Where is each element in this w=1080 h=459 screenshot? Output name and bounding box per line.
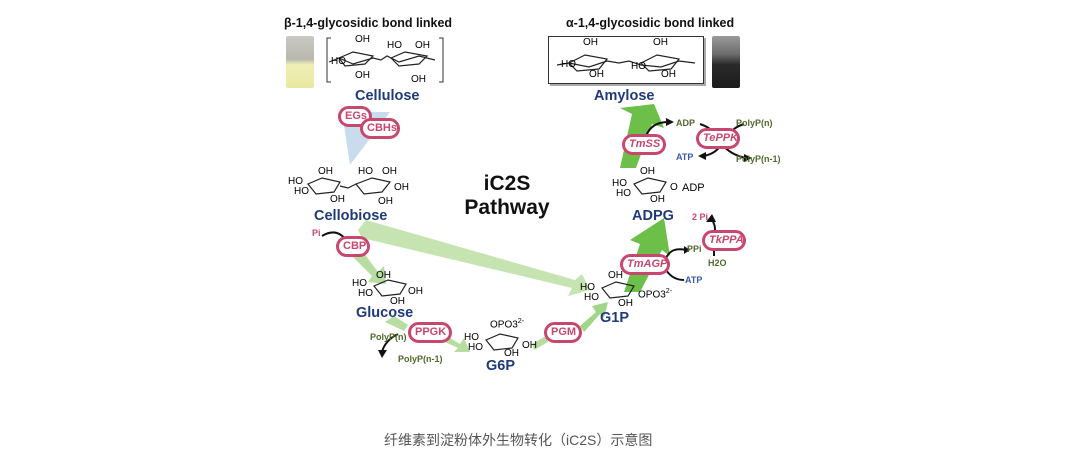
pathway-title-line2: Pathway [464, 196, 550, 219]
oh-label: OH [608, 270, 623, 281]
ho-label: HO [631, 61, 646, 72]
cofactor-adp-ss: ADP [676, 118, 696, 128]
compound-amylose: Amylose [594, 88, 655, 104]
cofactor-pi: Pi [312, 228, 321, 238]
adpg-structure: OH HO HO O ADP OH [612, 166, 722, 206]
amylose-structure: OH OH HO HO OH OH [548, 36, 704, 84]
arrow-pgm-to-g1p [580, 302, 608, 332]
enzyme-tmss: TmSS [622, 134, 666, 155]
cofactor-polyp-n1-ppk: PolyP(n-1) [736, 154, 781, 164]
cofactor-h2o: H2O [708, 258, 727, 268]
compound-glucose: Glucose [356, 305, 414, 321]
arrow-agp-ppi [665, 248, 687, 259]
compound-cellobiose: Cellobiose [314, 208, 388, 224]
oh-label: OH [355, 70, 370, 81]
oh-label: OH [355, 34, 370, 45]
g6p-structure: OPO32- HO HO OH OH [464, 318, 554, 359]
ho-label: HO [584, 292, 599, 303]
enzyme-cbp: CBP [336, 236, 370, 257]
g1p-structure: OH HO HO OPO32- OH [580, 270, 690, 310]
oh-label: OH [618, 298, 633, 309]
ho-label: HO [464, 332, 479, 343]
arrow-cellobiose-to-g1p [358, 220, 590, 296]
oh-label: OH [589, 69, 604, 80]
cellobiose-structure: OH HO HO OH HO OH OH OH [286, 166, 416, 208]
oh-label: OH [583, 37, 598, 48]
compound-g6p: G6P [486, 358, 516, 374]
enzyme-teppk: TePPK [696, 128, 740, 149]
oh-label: OH [382, 166, 397, 177]
ho-label: HO [352, 278, 367, 289]
oh-label: OH [394, 182, 409, 193]
cofactor-2pi: 2 Pi [692, 212, 709, 222]
oh-label: OH [504, 348, 519, 359]
cellulose-structure: OH HO OH HO OH OH [325, 34, 445, 86]
opo3-label: OPO32- [490, 318, 525, 331]
arrow-g6p-to-pgm [532, 336, 548, 350]
oh-label: OH [650, 194, 665, 205]
ho-label: HO [561, 59, 576, 70]
oh-label: OH [330, 194, 345, 205]
oh-label: OH [318, 166, 333, 177]
ho-label: HO [468, 342, 483, 353]
cofactor-ppi: PPi [687, 244, 702, 254]
arrow-tmss-adp [645, 121, 669, 137]
oh-label: OH [653, 37, 668, 48]
amylose-vial-photo [712, 36, 740, 88]
adp-label: ADP [682, 182, 705, 194]
ho-label: HO [288, 176, 303, 187]
ho-label: HO [580, 282, 595, 293]
pathway-title-line1: iC2S [483, 172, 531, 195]
enzyme-pgm: PGM [544, 322, 582, 343]
compound-g1p: G1P [600, 310, 630, 326]
cofactor-polyp-n-ppgk: PolyP(n) [370, 332, 407, 342]
enzyme-cbhs: CBHs [360, 118, 400, 139]
ho-label: HO [331, 56, 346, 67]
ho-label: HO [616, 188, 631, 199]
ho-label: HO [294, 186, 309, 197]
glucose-structure: OH HO HO OH OH [352, 270, 432, 307]
arrow-cbp-to-glucose [348, 248, 386, 284]
compound-cellulose: Cellulose [355, 88, 420, 104]
alpha-bond-header: α-1,4-glycosidic bond linked [566, 16, 735, 30]
oh-label: OH [411, 74, 426, 85]
oh-label: OH [640, 166, 655, 177]
cofactor-polyp-n1-ppgk: PolyP(n-1) [398, 354, 443, 364]
oh-label: OH [390, 296, 405, 307]
oh-label: OH [378, 196, 393, 207]
opo3-label: OPO32- [638, 288, 673, 301]
pathway-title: iC2S Pathway [452, 172, 562, 220]
enzyme-ppgk: PPGK [408, 322, 452, 343]
oh-label: OH [415, 40, 430, 51]
arrow-glucose-to-ppgk [385, 316, 408, 331]
cofactor-atp-ppk: ATP [676, 152, 694, 162]
oh-label: OH [376, 270, 391, 281]
o-label: O [670, 182, 678, 193]
cellulose-vial-photo [286, 36, 314, 88]
ho-label: HO [358, 288, 373, 299]
figure-caption: 纤维素到淀粉体外生物转化（iC2S）示意图 [384, 432, 653, 448]
enzyme-tkppa: TkPPA [702, 230, 746, 251]
ho-label: HO [358, 166, 373, 177]
enzyme-tmagp: TmAGP [620, 254, 670, 275]
cofactor-atp-agp: ATP [685, 275, 703, 285]
ho-label: HO [612, 178, 627, 189]
cofactor-polyp-n-ppk: PolyP(n) [736, 118, 773, 128]
beta-bond-header: β-1,4-glycosidic bond linked [284, 16, 453, 30]
compound-adpg: ADPG [632, 208, 674, 224]
oh-label: OH [408, 286, 423, 297]
oh-label: OH [522, 340, 537, 351]
ho-label: HO [387, 40, 402, 51]
oh-label: OH [661, 69, 676, 80]
